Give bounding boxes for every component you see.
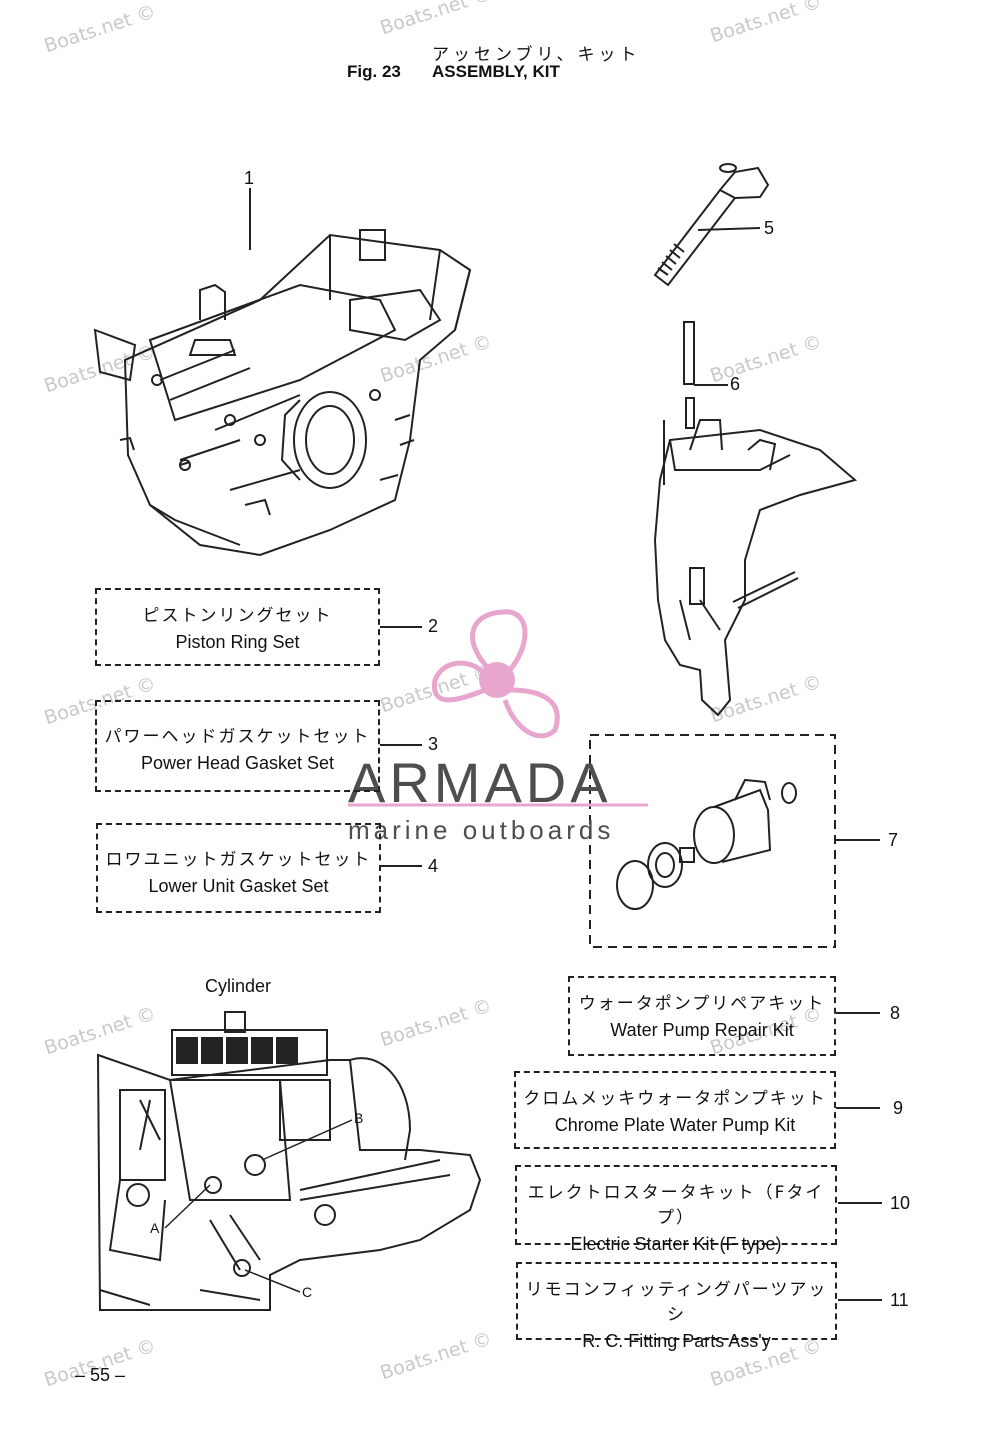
kit-piston-ring-set: ピストンリングセット Piston Ring Set xyxy=(95,588,380,666)
callout-number: 5 xyxy=(764,218,775,238)
callout-number: 2 xyxy=(428,616,439,636)
kit-name-japanese: ピストンリングセット xyxy=(142,606,333,626)
kit-name: Piston Ring Set xyxy=(175,632,300,652)
kit-electric-starter-kit: エレクトロスタータキット（Fタイプ） Electric Starter Kit … xyxy=(515,1165,837,1254)
kit-rc-fitting-parts-assy: リモコンフィッティングパーツアッシ R. C. Fitting Parts As… xyxy=(516,1262,837,1351)
kit-name: Electric Starter Kit (F type) xyxy=(570,1234,782,1254)
callout-number: 7 xyxy=(888,830,899,850)
kit-name-japanese: パワーヘッドガスケットセット xyxy=(104,727,371,747)
kit-name: Lower Unit Gasket Set xyxy=(148,876,329,896)
kit-name-japanese: ウォータポンプリペアキット xyxy=(578,994,826,1014)
point-label-b: B xyxy=(354,1110,364,1126)
kit-name: Chrome Plate Water Pump Kit xyxy=(554,1115,796,1135)
callout-number: 9 xyxy=(893,1098,904,1118)
kit-lower-unit-gasket-set: ロワユニットガスケットセット Lower Unit Gasket Set xyxy=(96,823,381,913)
brand-watermark: ARMADA xyxy=(348,751,612,814)
kit-name-japanese: クロムメッキウォータポンプキット xyxy=(523,1089,827,1109)
kit-name: Water Pump Repair Kit xyxy=(610,1020,794,1040)
kit-water-pump-repair-kit: ウォータポンプリペアキット Water Pump Repair Kit xyxy=(568,976,836,1056)
kit-power-head-gasket-set: パワーヘッドガスケットセット Power Head Gasket Set xyxy=(95,700,380,792)
kit-name: R. C. Fitting Parts Ass'y xyxy=(582,1331,771,1351)
cylinder-label: Cylinder xyxy=(205,976,272,996)
figure-title-japanese: アッセンブリ、キット xyxy=(432,45,641,65)
callout-number: 6 xyxy=(730,374,741,394)
callout-number: 11 xyxy=(890,1290,909,1310)
callout-number: 3 xyxy=(428,734,439,754)
callout-number: 8 xyxy=(890,1003,901,1023)
point-label-a: A xyxy=(150,1220,160,1236)
kit-name-japanese: ロワユニットガスケットセット xyxy=(105,850,372,870)
brand-watermark-subtitle: marine outboards xyxy=(348,815,615,845)
point-label-c: C xyxy=(302,1284,313,1300)
kit-name-japanese: リモコンフィッティングパーツアッシ xyxy=(525,1280,828,1325)
callout-number: 4 xyxy=(428,856,439,876)
callout-number: 1 xyxy=(244,168,255,188)
callout-number: 10 xyxy=(890,1193,911,1213)
kit-name: Power Head Gasket Set xyxy=(140,753,335,773)
page-number: – 55 – xyxy=(75,1365,126,1385)
figure-number: Fig. 23 xyxy=(347,62,401,81)
kit-chrome-plate-water-pump-kit: クロムメッキウォータポンプキット Chrome Plate Water Pump… xyxy=(514,1071,836,1149)
figure-title: ASSEMBLY, KIT xyxy=(432,62,560,81)
kit-name-japanese: エレクトロスタータキット（Fタイプ） xyxy=(527,1183,825,1228)
